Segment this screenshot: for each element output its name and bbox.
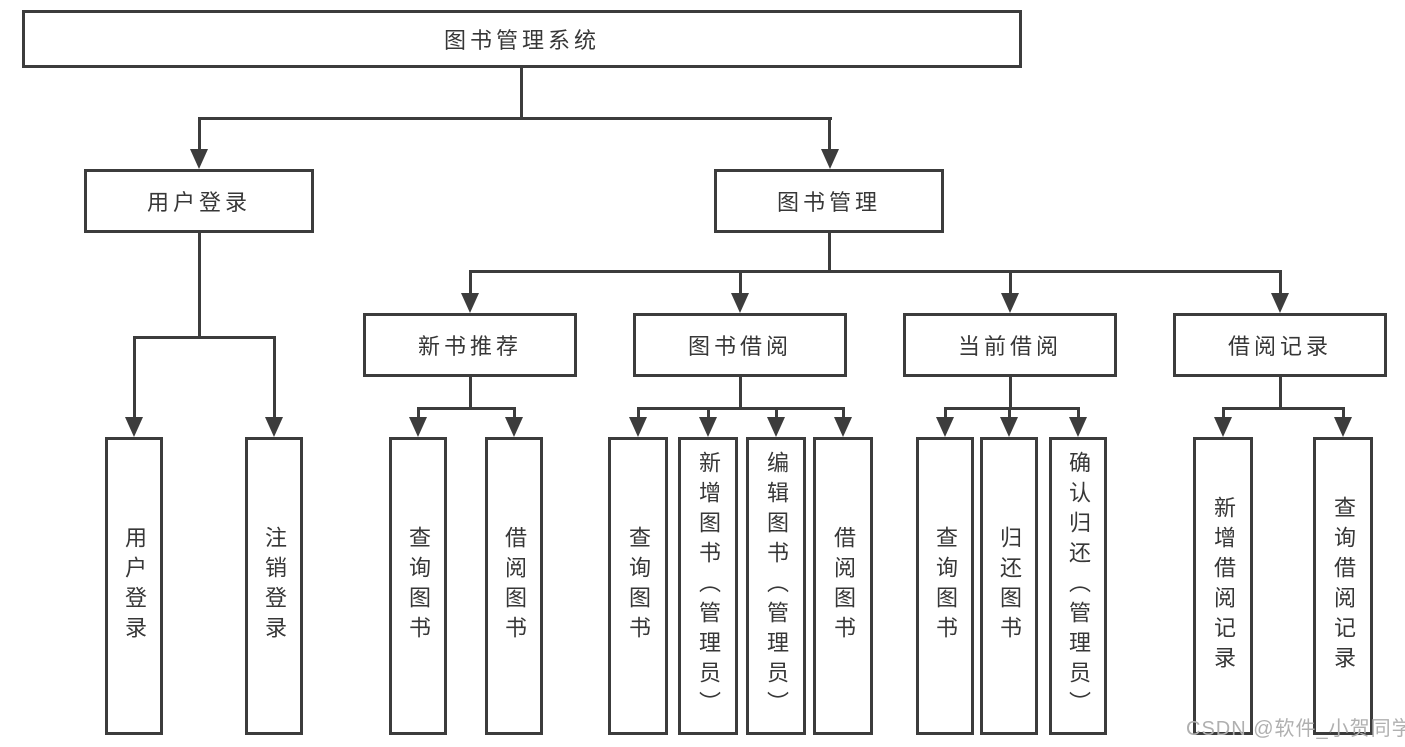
leaf-query-books-current: 查询图书 [916, 437, 974, 735]
arrow-down-icon [1221, 407, 1225, 417]
leaf-add-borrow-record: 新增借阅记录 [1193, 437, 1253, 735]
leaf-add-borrow-record-label: 新增借阅记录 [1211, 496, 1236, 676]
connector-book-borrow-stem [738, 377, 742, 410]
leaf-confirm-return-admin: 确认归还（管理员） [1049, 437, 1107, 735]
connector-current-borrow-rail [943, 407, 1080, 410]
leaf-borrow-books-recommend: 借阅图书 [485, 437, 543, 735]
arrow-down-icon [197, 117, 201, 149]
connector-borrow-records-rail [1221, 407, 1345, 410]
arrow-down-icon [468, 270, 472, 293]
connector-user-login-stem [197, 233, 201, 339]
leaf-add-book-admin-label: 新增图书（管理员） [696, 451, 721, 721]
connector-book-borrow-rail [636, 407, 845, 410]
node-book-management: 图书管理 [714, 169, 944, 233]
node-book-borrow: 图书借阅 [633, 313, 847, 377]
arrow-down-icon [774, 407, 778, 417]
connector-new-book-rail [416, 407, 516, 410]
node-current-borrow: 当前借阅 [903, 313, 1117, 377]
node-user-login-label: 用户登录 [146, 190, 251, 215]
leaf-confirm-return-admin-label: 确认归还（管理员） [1066, 451, 1091, 721]
node-current-borrow-label: 当前借阅 [957, 334, 1062, 359]
node-book-borrow-label: 图书借阅 [687, 334, 792, 359]
connector-root-rail [197, 117, 832, 120]
leaf-logout-label: 注销登录 [262, 526, 287, 646]
connector-book-management-stem [828, 233, 831, 273]
arrow-down-icon [416, 407, 420, 417]
arrow-down-icon [1008, 270, 1012, 293]
node-root-label: 图书管理系统 [443, 28, 600, 53]
leaf-query-books-borrow: 查询图书 [608, 437, 668, 735]
node-user-login: 用户登录 [84, 169, 314, 233]
arrow-down-icon [1007, 407, 1011, 417]
leaf-query-books-current-label: 查询图书 [933, 526, 958, 646]
connector-book-management-rail [468, 270, 1282, 273]
leaf-query-borrow-record: 查询借阅记录 [1313, 437, 1373, 735]
leaf-query-borrow-record-label: 查询借阅记录 [1331, 496, 1356, 676]
leaf-add-book-admin: 新增图书（管理员） [678, 437, 738, 735]
arrow-down-icon [1278, 270, 1282, 293]
leaf-edit-book-admin-label: 编辑图书（管理员） [764, 451, 789, 721]
node-new-book-recommend: 新书推荐 [363, 313, 577, 377]
leaf-user-login: 用户登录 [105, 437, 163, 735]
leaf-query-books-borrow-label: 查询图书 [626, 526, 651, 646]
connector-new-book-stem [468, 377, 472, 410]
arrow-down-icon [943, 407, 947, 417]
arrow-down-icon [1341, 407, 1345, 417]
node-root: 图书管理系统 [22, 10, 1022, 68]
node-borrow-records: 借阅记录 [1173, 313, 1387, 377]
node-borrow-records-label: 借阅记录 [1227, 334, 1332, 359]
leaf-borrow-books-recommend-label: 借阅图书 [502, 526, 527, 646]
arrow-down-icon [132, 336, 136, 417]
leaf-borrow-books: 借阅图书 [813, 437, 873, 735]
watermark-text: CSDN @软件_小贺同学 [1186, 718, 1405, 740]
arrow-down-icon [272, 336, 276, 417]
arrow-down-icon [841, 407, 845, 417]
leaf-return-book-label: 归还图书 [997, 526, 1022, 646]
leaf-return-book: 归还图书 [980, 437, 1038, 735]
arrow-down-icon [828, 117, 831, 149]
arrow-down-icon [1076, 407, 1080, 417]
arrow-down-icon [512, 407, 516, 417]
connector-root-stem [520, 68, 523, 120]
leaf-query-books-recommend-label: 查询图书 [406, 526, 431, 646]
connector-user-login-rail [132, 336, 276, 339]
leaf-logout: 注销登录 [245, 437, 303, 735]
leaf-query-books-recommend: 查询图书 [389, 437, 447, 735]
arrow-down-icon [706, 407, 710, 417]
leaf-edit-book-admin: 编辑图书（管理员） [746, 437, 806, 735]
leaf-user-login-label: 用户登录 [122, 526, 147, 646]
leaf-borrow-books-label: 借阅图书 [831, 526, 856, 646]
connector-current-borrow-stem [1008, 377, 1012, 410]
node-new-book-recommend-label: 新书推荐 [417, 334, 522, 359]
arrow-down-icon [738, 270, 742, 293]
connector-borrow-records-stem [1278, 377, 1282, 410]
node-book-management-label: 图书管理 [776, 190, 881, 215]
arrow-down-icon [636, 407, 640, 417]
